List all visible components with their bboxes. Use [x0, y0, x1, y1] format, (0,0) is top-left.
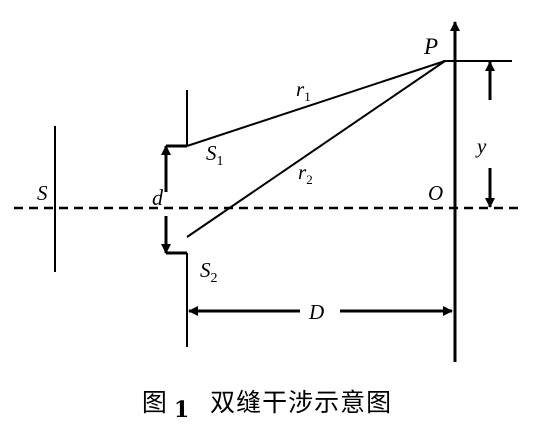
label-o: O: [428, 181, 443, 205]
label-s1: S1: [206, 141, 224, 169]
caption-prefix: 图: [141, 388, 168, 417]
caption-title: 双缝干涉示意图: [210, 388, 393, 417]
label-d-separation: d: [152, 185, 164, 210]
label-s: S: [37, 181, 48, 205]
ray-r1: [186, 60, 446, 147]
caption-number: 1: [173, 397, 191, 423]
label-y: y: [475, 134, 487, 158]
label-r2: r2: [298, 160, 313, 187]
label-s2: S2: [200, 258, 218, 286]
ray-r2: [186, 60, 446, 238]
label-big-d: D: [308, 300, 324, 324]
label-r1: r1: [296, 77, 311, 104]
label-p: P: [423, 34, 438, 59]
